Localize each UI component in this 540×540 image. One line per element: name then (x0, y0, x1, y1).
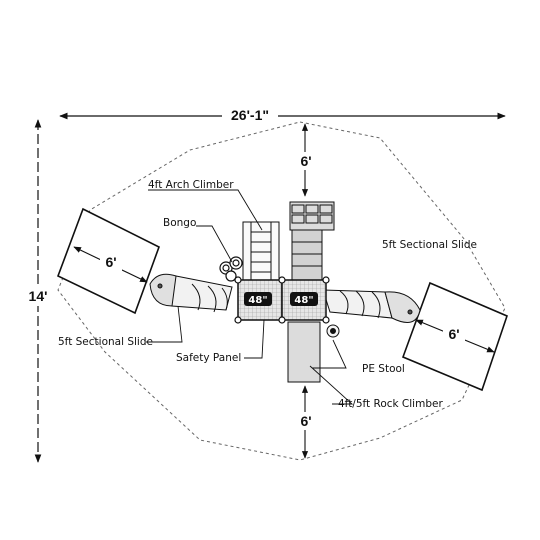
bongo-label: Bongo (163, 217, 196, 229)
right-sectional-slide (322, 289, 421, 323)
left-sectional-slide (149, 273, 233, 313)
deck-posts (234, 276, 330, 324)
right-sectional-slide-label: 5ft Sectional Slide (382, 239, 477, 251)
deck-right: 48" (281, 279, 327, 321)
overall-width-label: 26'-1" (231, 107, 269, 123)
arch-climber (242, 221, 280, 281)
top-tower (289, 201, 335, 281)
left-clearance-label: 6' (105, 254, 116, 270)
bottom-clearance-label: 6' (300, 413, 311, 429)
pe-stool-label: PE Stool (362, 363, 405, 375)
deck-right-label: 48" (294, 295, 313, 306)
deck-left: 48" (237, 279, 283, 321)
left-sectional-slide-label: 5ft Sectional Slide (58, 336, 153, 348)
pe-stool (326, 324, 340, 338)
leader-lines (146, 189, 354, 405)
overall-depth-label: 14' (29, 288, 48, 304)
safety-panel-label: Safety Panel (176, 352, 241, 364)
arch-climber-label: 4ft Arch Climber (148, 179, 234, 191)
deck-left-label: 48" (248, 295, 267, 306)
rock-climber (287, 321, 321, 383)
right-clearance-label: 6' (448, 326, 459, 342)
rock-climber-label: 4ft/5ft Rock Climber (338, 398, 443, 410)
top-clearance-label: 6' (300, 153, 311, 169)
bongo (219, 256, 243, 282)
